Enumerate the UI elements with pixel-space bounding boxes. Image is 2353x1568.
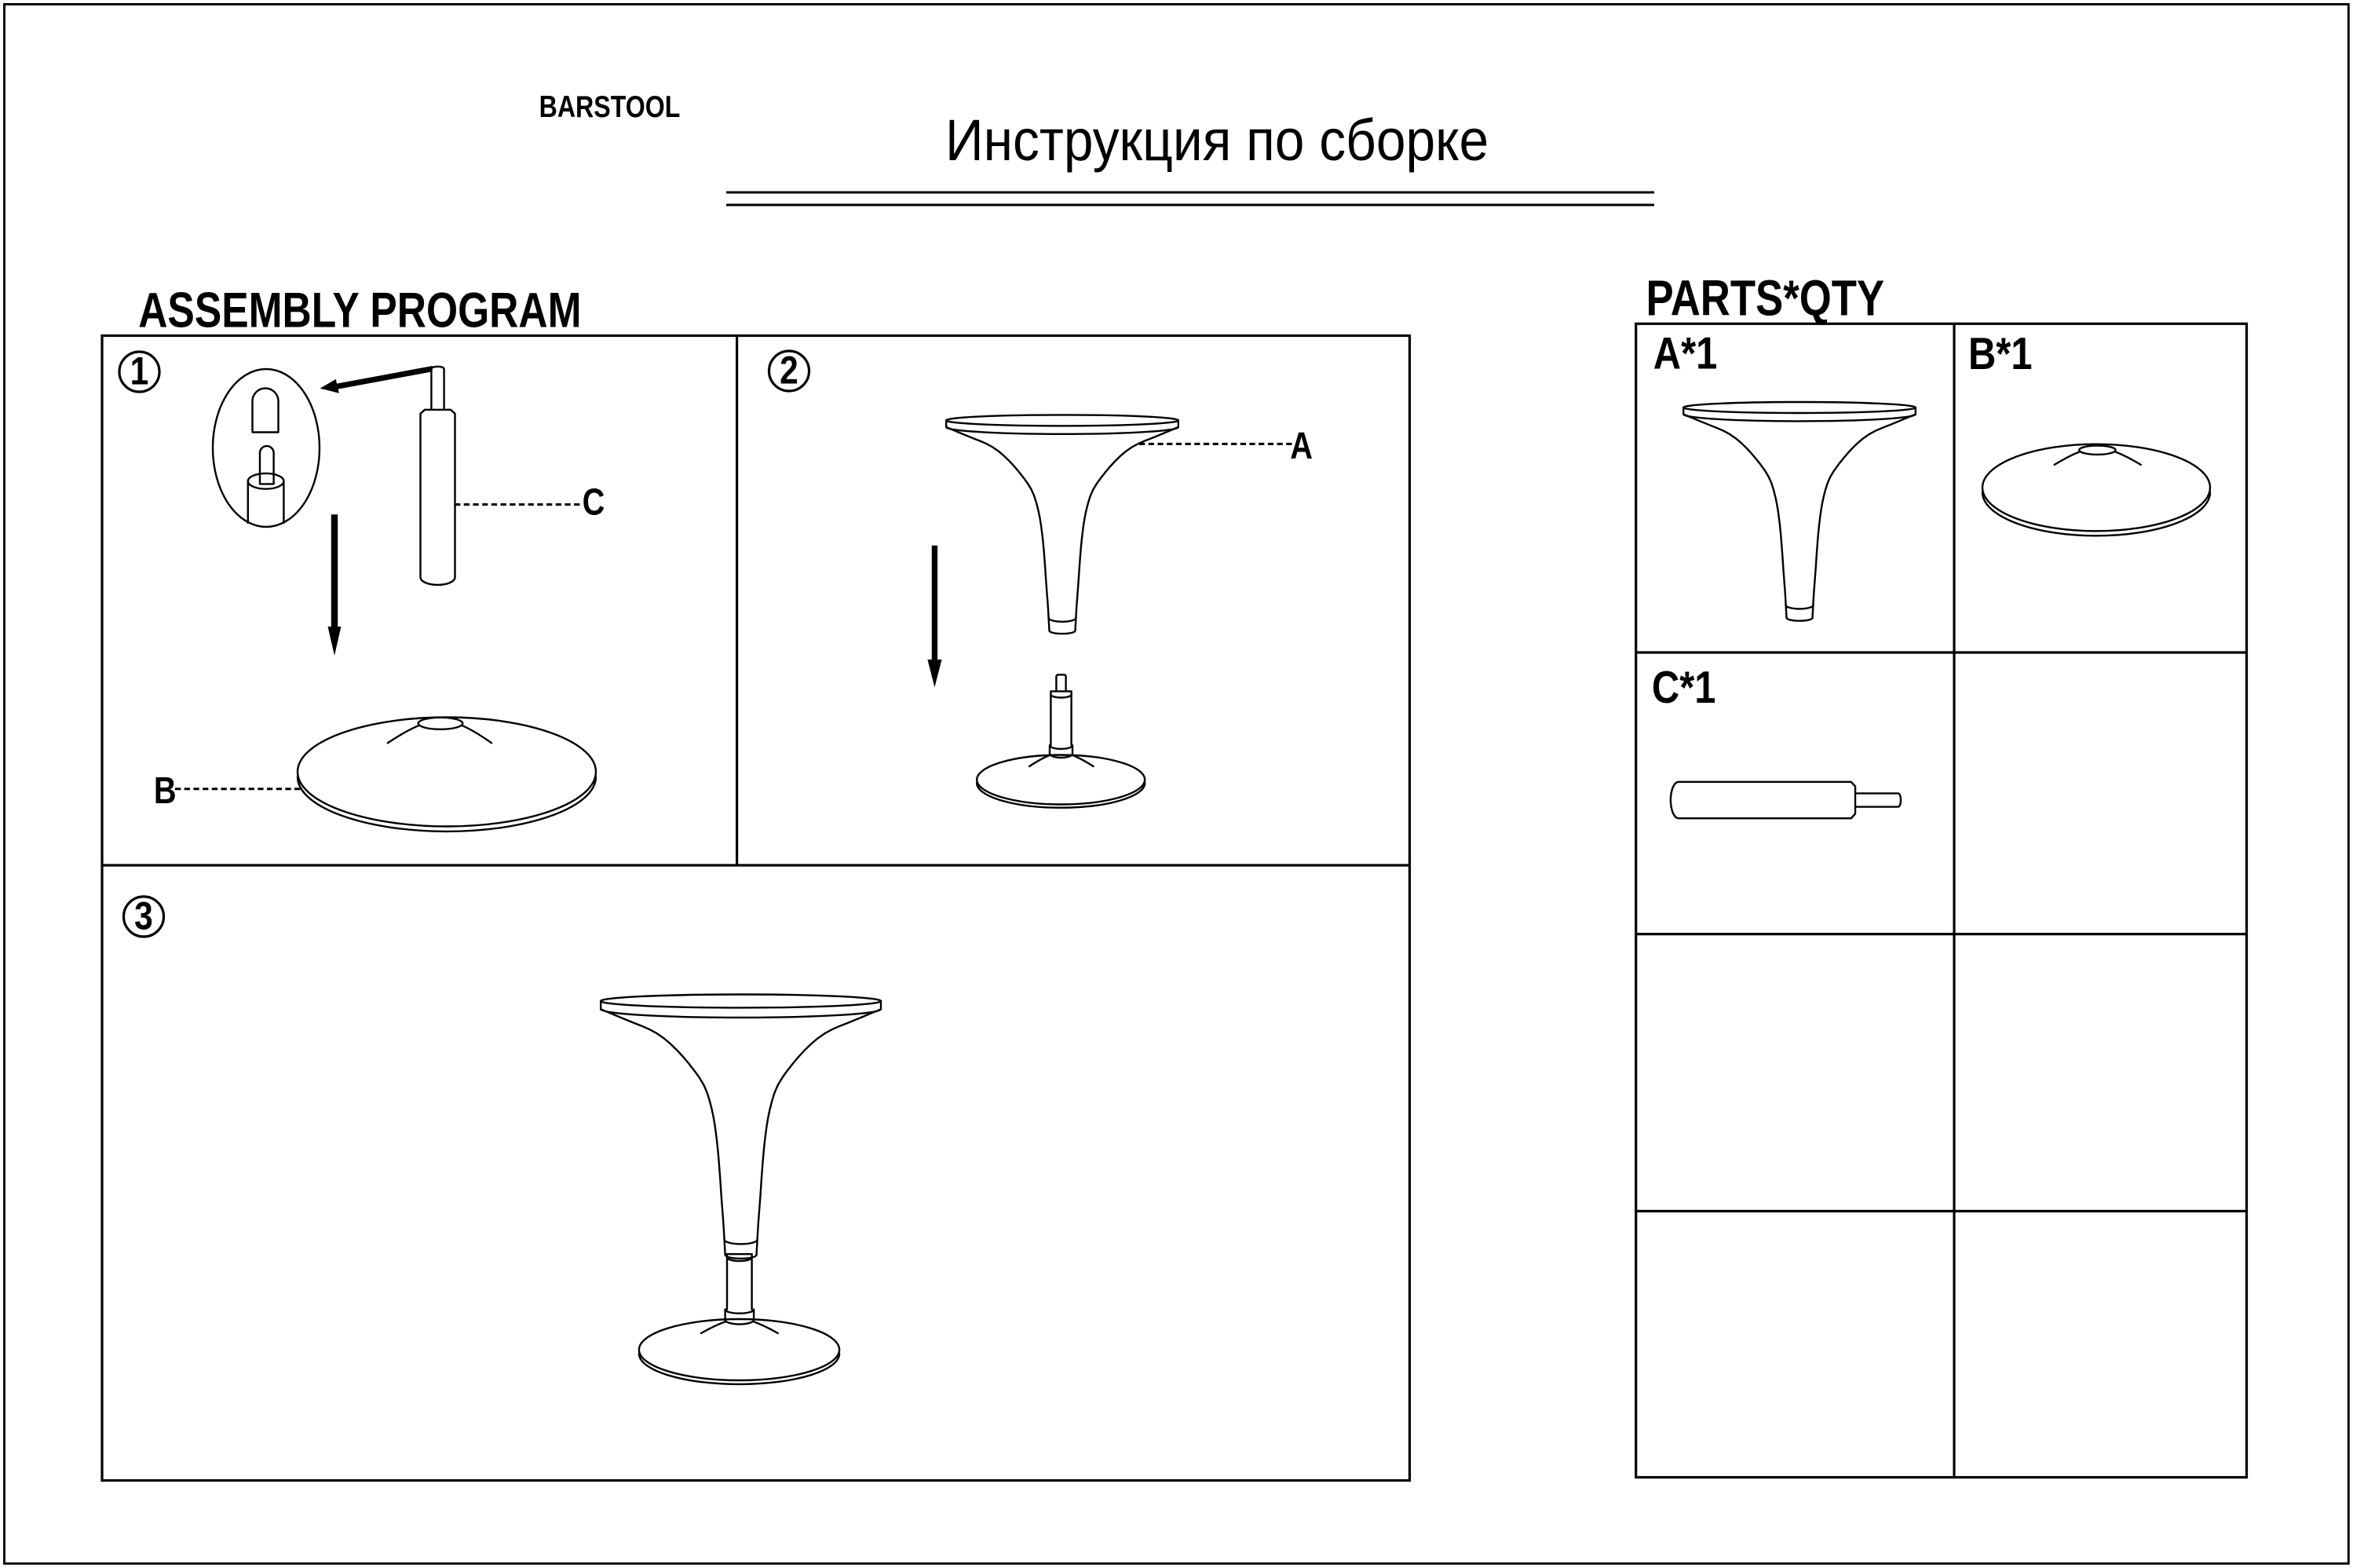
svg-text:A: A [1290,425,1313,467]
svg-text:Инструкция по сборке: Инструкция по сборке [945,108,1489,173]
svg-text:PARTS*QTY: PARTS*QTY [1646,271,1885,327]
svg-text:C*1: C*1 [1652,663,1716,713]
svg-text:B*1: B*1 [1968,329,2033,379]
svg-text:A*1: A*1 [1653,329,1718,379]
svg-text:BARSTOOL: BARSTOOL [539,90,681,124]
svg-text:ASSEMBLY PROGRAM: ASSEMBLY PROGRAM [138,283,581,338]
svg-text:3: 3 [134,894,153,938]
svg-text:1: 1 [130,349,149,393]
svg-text:2: 2 [780,348,798,392]
svg-text:C: C [583,481,605,524]
svg-text:B: B [154,769,177,812]
